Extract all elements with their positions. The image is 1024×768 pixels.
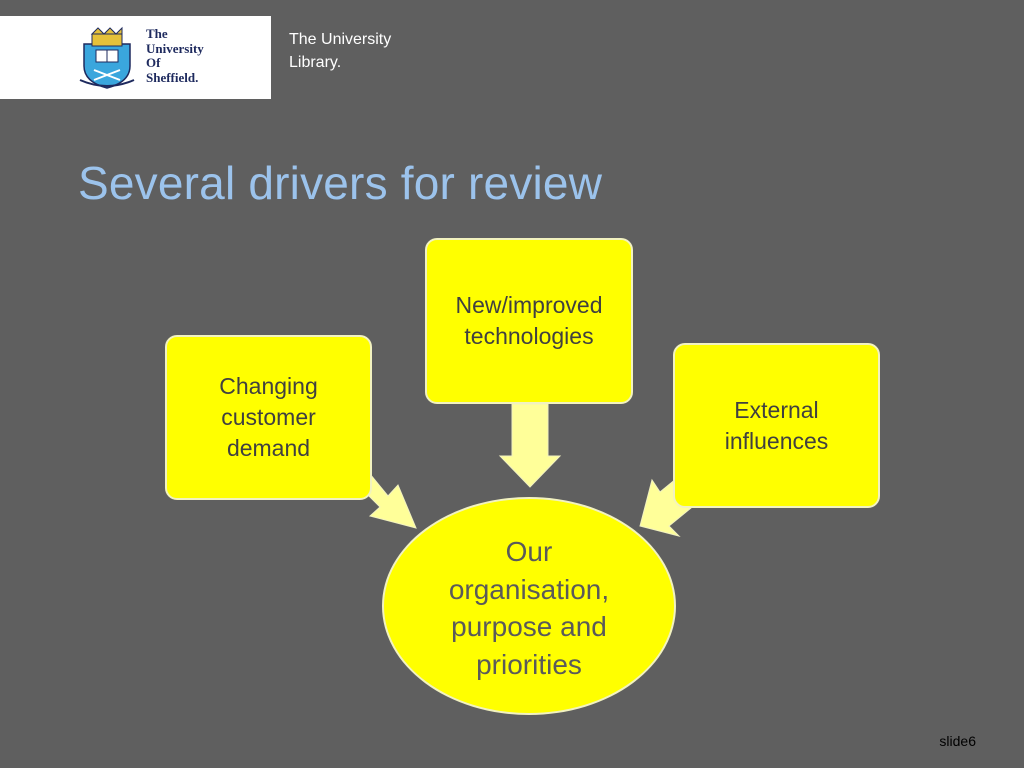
library-line: Library. [289,54,342,71]
center-text: priorities [476,648,582,680]
center-text: Our [505,536,553,567]
driver-text: influences [724,427,829,454]
driver-text: Changing [219,373,318,399]
library-line: The University [289,31,392,48]
logo-line: Of [146,55,161,70]
driver-text: External [734,396,819,423]
driver-box-external-influences: External influences [673,343,880,508]
logo-text: The University Of Sheffield. [146,26,204,85]
logo-line: The [146,26,168,41]
driver-text: technologies [464,323,594,349]
driver-text: demand [226,435,311,461]
center-text: organisation, [448,573,610,605]
driver-box-technologies: New/improved technologies [425,238,633,404]
slide-number: slide6 [939,733,976,749]
arrow-down [498,403,562,488]
university-crest-icon [79,26,135,89]
university-logo: The University Of Sheffield. [0,16,271,99]
driver-box-customer-demand: Changing customer demand [165,335,372,500]
logo-line: University [146,40,204,56]
slide-title: Several drivers for review [78,157,603,209]
center-text: purpose and [451,611,607,642]
center-ellipse: Our organisation, purpose and priorities [382,497,676,715]
logo-line: Sheffield. [146,69,199,85]
library-label: The University Library. [289,28,391,74]
driver-text: New/improved [455,292,603,318]
driver-text: customer [221,404,316,430]
